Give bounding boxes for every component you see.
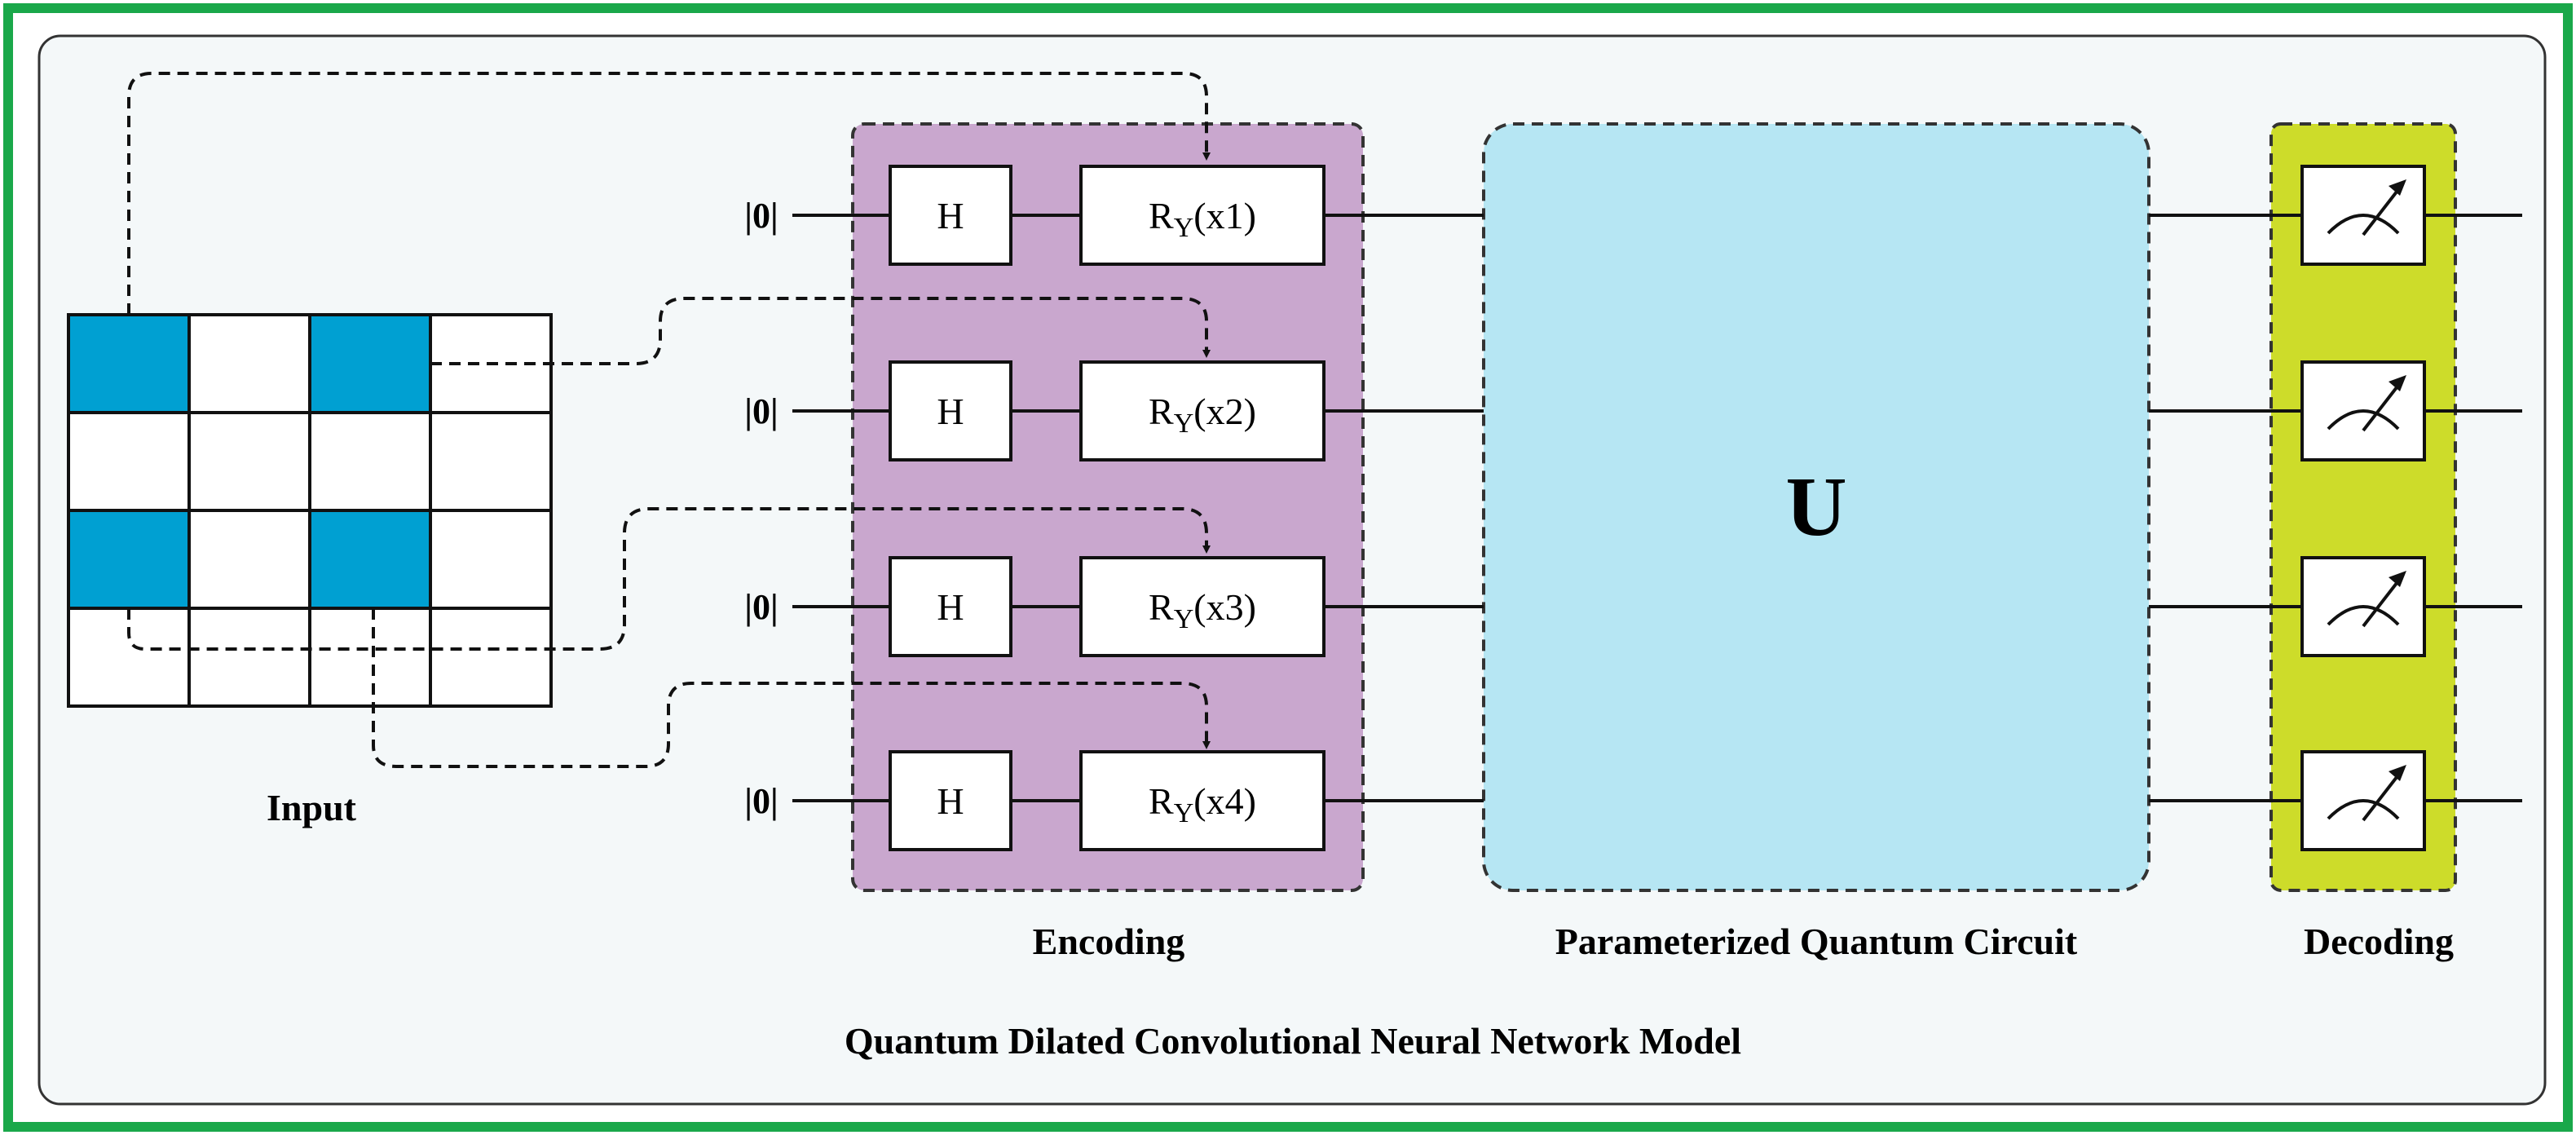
connector-x3 xyxy=(127,507,1211,651)
pqc-label: Parameterized Quantum Circuit xyxy=(1555,921,2078,962)
qubit-row: |0| H RY(x1) xyxy=(744,165,2522,266)
grid-cell-highlighted xyxy=(67,313,191,414)
qubit-row: |0| H RY(x2) xyxy=(744,360,2522,462)
qubit-rows: |0| H RY(x1) |0| H RY(x2) |0| H RY(x3) |0| H RY(x4) xyxy=(744,165,2522,851)
grid-cell xyxy=(308,607,432,708)
h-gate-label: H xyxy=(937,780,964,822)
encoding-label: Encoding xyxy=(1033,921,1185,962)
grid-cell xyxy=(187,411,311,512)
qubit-row: |0| H RY(x4) xyxy=(744,750,2522,851)
grid-cell xyxy=(429,411,553,512)
measurement-meter-icon xyxy=(2327,375,2406,432)
qubit-init-label: |0| xyxy=(744,781,778,821)
input-label: Input xyxy=(267,787,357,828)
grid-cell xyxy=(187,509,311,610)
input-grid xyxy=(67,313,553,708)
diagram-title: Quantum Dilated Convolutional Neural Net… xyxy=(845,1020,1741,1062)
qubit-row: |0| H RY(x3) xyxy=(744,556,2522,657)
unitary-label: U xyxy=(1785,460,1846,554)
decoding-block xyxy=(2269,122,2457,892)
pqc-block xyxy=(1482,122,2150,892)
grid-cell xyxy=(429,509,553,610)
ry-gate-label: RY(x1) xyxy=(1149,195,1256,243)
connector-x2 xyxy=(430,297,1211,365)
grid-cell xyxy=(67,411,191,512)
h-gate-label: H xyxy=(937,195,964,236)
ry-gate xyxy=(1079,360,1325,462)
ry-gate-label: RY(x4) xyxy=(1149,780,1256,828)
ry-gate xyxy=(1079,750,1325,851)
grid-cell xyxy=(187,607,311,708)
grid-cell-highlighted xyxy=(308,509,432,610)
connector-x1 xyxy=(127,72,1211,315)
ry-gate-label: RY(x2) xyxy=(1149,391,1256,439)
qubit-init-label: |0| xyxy=(744,196,778,236)
grid-cell-highlighted xyxy=(67,509,191,610)
h-gate xyxy=(889,750,1012,851)
grid-cell xyxy=(429,607,553,708)
measurement-meter-icon xyxy=(2327,571,2406,628)
grid-cell-highlighted xyxy=(308,313,432,414)
qubit-init-label: |0| xyxy=(744,391,778,431)
grid-cell xyxy=(308,411,432,512)
connector-x4 xyxy=(372,608,1211,768)
h-gate xyxy=(889,556,1012,657)
ry-gate-label: RY(x3) xyxy=(1149,586,1256,634)
grid-cell xyxy=(67,607,191,708)
h-gate xyxy=(889,360,1012,462)
ry-gate xyxy=(1079,556,1325,657)
h-gate-label: H xyxy=(937,586,964,628)
decoding-label: Decoding xyxy=(2304,921,2454,962)
grid-cell xyxy=(187,313,311,414)
ry-gate xyxy=(1079,165,1325,266)
h-gate-label: H xyxy=(937,391,964,432)
h-gate xyxy=(889,165,1012,266)
measurement-meter-icon xyxy=(2327,179,2406,236)
qubit-init-label: |0| xyxy=(744,587,778,627)
measurement-meter-icon xyxy=(2327,765,2406,822)
